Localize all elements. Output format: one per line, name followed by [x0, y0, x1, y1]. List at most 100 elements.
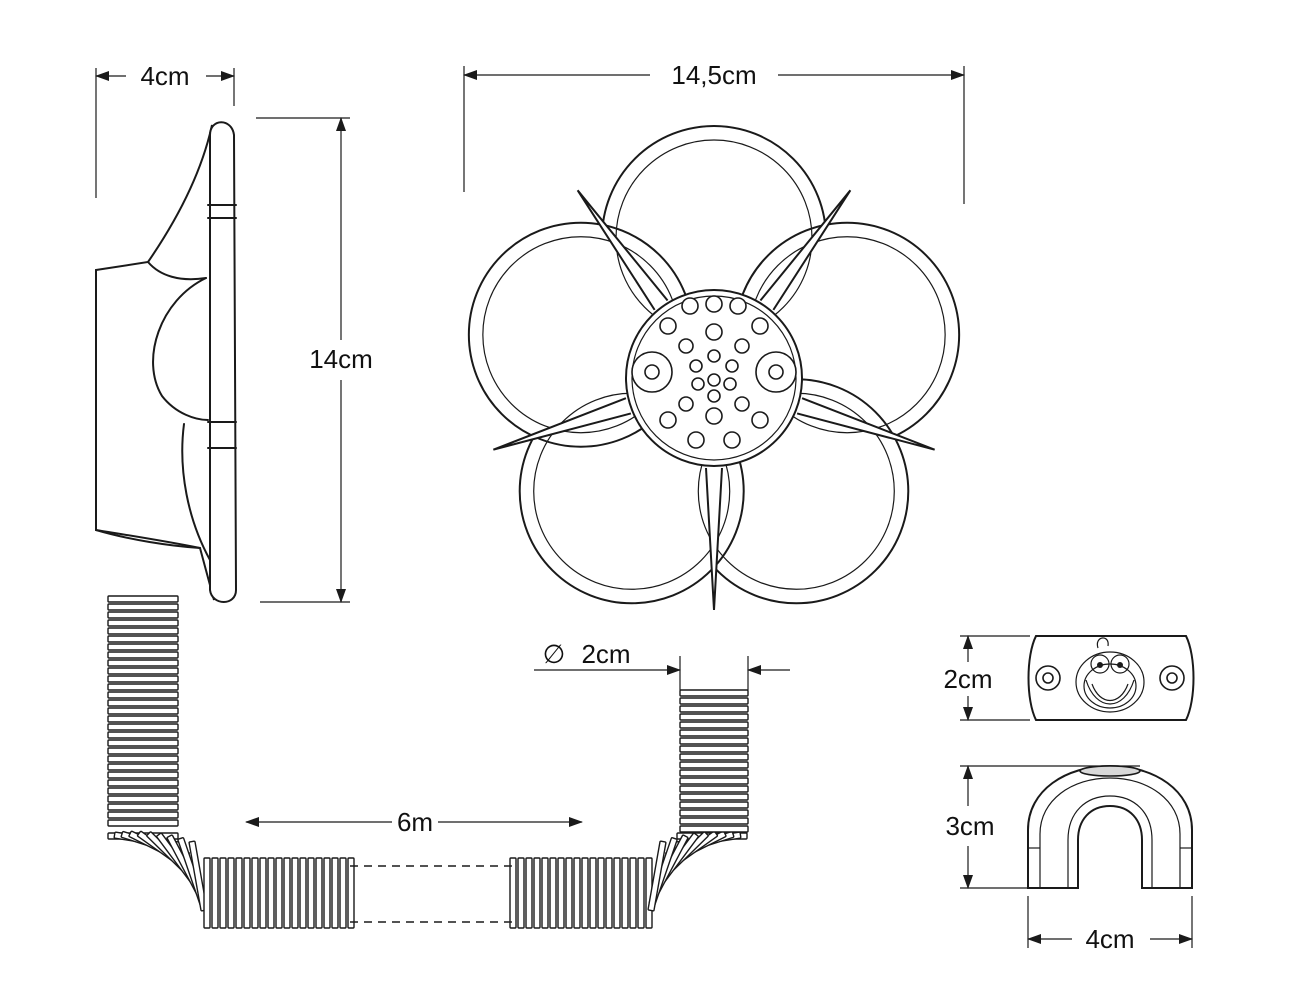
nozzle-hole — [751, 411, 769, 429]
hose-rib-bottom-right — [637, 857, 645, 929]
hose-rib-bottom-left — [251, 857, 259, 929]
hose-rib-bottom-left — [267, 857, 275, 929]
nozzle-hole — [707, 349, 721, 363]
hose-rib-right — [679, 689, 749, 697]
left-mount-hole — [644, 364, 660, 380]
nozzle-hole — [707, 389, 721, 403]
hose-rib-left — [107, 787, 179, 795]
hose-rib-left — [107, 683, 179, 691]
hose-rib-bottom-left — [283, 857, 291, 929]
nozzle-hole — [734, 396, 750, 412]
hose-rib-left — [107, 755, 179, 763]
hose-rib-bottom-right — [621, 857, 629, 929]
hose-rib-bottom-right — [509, 857, 517, 929]
hose-rib-right — [679, 761, 749, 769]
hose-rib-bottom-right — [525, 857, 533, 929]
nozzle-hole — [705, 323, 723, 341]
nozzle-hole — [678, 338, 694, 354]
hose-rib-right — [679, 697, 749, 705]
hose-rib-right — [679, 785, 749, 793]
nozzle-hole — [734, 338, 750, 354]
hose-rib-bottom-left — [227, 857, 235, 929]
nozzle-hole — [687, 431, 705, 449]
side-rim — [209, 121, 238, 603]
flower-view: 14,5cm — [463, 60, 965, 611]
hose-rib-left — [107, 763, 179, 771]
hose-view: 6m ∅ 2cm — [107, 595, 790, 929]
clip-arch-contour — [1067, 795, 1153, 888]
nozzle-hole — [729, 297, 747, 315]
side-view: 4cm 14cm — [95, 61, 373, 603]
hose-rib-left — [107, 739, 179, 747]
plate-body — [1027, 635, 1195, 721]
hose-rib-bottom-right — [565, 857, 573, 929]
clip-body — [1027, 764, 1193, 889]
hose-diameter-label: 2cm — [581, 639, 630, 669]
flower-petal-rib — [796, 397, 936, 451]
hose-rib-bottom-right — [573, 857, 581, 929]
hose-rib-right — [679, 745, 749, 753]
nozzle-hole — [659, 411, 677, 429]
hose-rib-left — [107, 811, 179, 819]
hose-rib-right — [679, 729, 749, 737]
hose-rib-left — [107, 611, 179, 619]
clip-width-label: 4cm — [1085, 924, 1134, 954]
hose-rib-left — [107, 675, 179, 683]
hose-rib-left — [107, 707, 179, 715]
hose-rib-bottom-left — [291, 857, 299, 929]
side-dome — [152, 277, 209, 421]
hose-rib-left — [107, 699, 179, 707]
hose-rib-left — [107, 723, 179, 731]
hose-rib-left — [107, 627, 179, 635]
hose-rib-bottom-right — [549, 857, 557, 929]
flower-width-label: 14,5cm — [671, 60, 756, 90]
hose-rib-right — [679, 809, 749, 817]
clip-height-label: 3cm — [945, 811, 994, 841]
hose-rib-left — [107, 779, 179, 787]
hose-rib-right — [679, 721, 749, 729]
flower-petal-rib — [576, 189, 669, 311]
hose-rib-right — [679, 713, 749, 721]
hose-rib-right — [679, 769, 749, 777]
hose-rib-right — [679, 825, 749, 833]
nozzle-hole — [751, 317, 769, 335]
flower-petal-rib — [759, 189, 852, 311]
monkey-emblem-icon — [1075, 637, 1145, 713]
nozzle-hole — [689, 359, 703, 373]
side-contour-1 — [147, 261, 207, 281]
hose-length-label: 6m — [397, 807, 433, 837]
plate-height-label: 2cm — [943, 664, 992, 694]
hose-rib-bottom-left — [331, 857, 339, 929]
hose-rib-left — [107, 651, 179, 659]
flower-holes — [659, 295, 769, 449]
plate-view: 2cm — [943, 635, 1195, 721]
side-contour-2 — [181, 423, 211, 561]
nozzle-hole — [691, 377, 705, 391]
plate-right-hole — [1166, 672, 1178, 684]
clip-inner-contour — [1039, 777, 1181, 888]
hose-rib-left — [107, 659, 179, 667]
nozzle-hole — [705, 295, 723, 313]
flower-petal-rib — [492, 397, 632, 451]
hose-rib-bottom-right — [605, 857, 613, 929]
hose-rib-right — [679, 801, 749, 809]
nozzle-hole — [659, 317, 677, 335]
hose-rib-bottom-right — [541, 857, 549, 929]
hose-rib-right — [679, 817, 749, 825]
side-width-label: 4cm — [140, 61, 189, 91]
hose-rib-bottom-right — [557, 857, 565, 929]
side-height-label: 14cm — [309, 344, 373, 374]
nozzle-hole — [705, 407, 723, 425]
hose-rib-bottom-left — [307, 857, 315, 929]
hose-rib-left — [107, 619, 179, 627]
nozzle-hole — [681, 297, 699, 315]
hose-rib-bottom-left — [347, 857, 355, 929]
hose-rib-bottom-right — [613, 857, 621, 929]
hose-rib-left — [107, 595, 179, 603]
right-mount-hole — [768, 364, 784, 380]
hose-rib-right — [679, 753, 749, 761]
nozzle-hole — [723, 377, 737, 391]
hose-rib-left — [107, 771, 179, 779]
